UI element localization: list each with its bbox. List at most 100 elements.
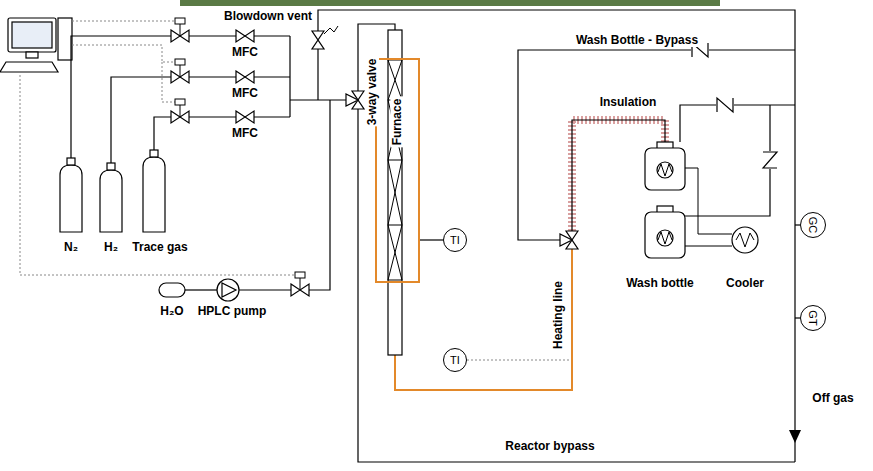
gas-pipe — [154, 117, 290, 150]
gas-cylinder — [67, 158, 75, 165]
valve-symbol — [236, 71, 254, 83]
wash-bottle — [658, 164, 672, 176]
gas-pipe — [71, 10, 800, 462]
off-gas-arrow — [789, 430, 801, 443]
valve-symbol — [171, 59, 189, 83]
node-text: GT — [806, 310, 820, 325]
vent-label: Blowdown vent — [223, 9, 313, 23]
temperature-indicator: TI — [443, 348, 467, 372]
pump-label: HPLC pump — [197, 304, 268, 318]
reactor-tube — [388, 30, 402, 355]
reactor-tube — [388, 160, 402, 225]
gas-label: N₂ — [63, 240, 79, 254]
node-text: Furnace — [391, 97, 405, 148]
insulation-label: Insulation — [599, 95, 658, 109]
heating-line — [395, 249, 572, 390]
off-gas-label: Off gas — [811, 391, 854, 405]
cooler-symbol — [732, 227, 758, 253]
gas-cylinder — [100, 170, 122, 232]
water-label: H₂O — [159, 304, 184, 318]
wash-bottle — [645, 212, 685, 258]
valve-symbol — [291, 272, 309, 296]
gas-pipe — [317, 49, 318, 100]
temperature-indicator: TI — [443, 228, 467, 252]
computer-icon — [8, 18, 56, 52]
gas-label: Trace gas — [131, 240, 188, 254]
bypass-label: Wash Bottle - Bypass — [575, 33, 699, 47]
valve-symbol — [716, 98, 734, 112]
water-pump — [159, 283, 185, 297]
valve-symbol — [236, 111, 254, 123]
gas-cylinder — [60, 165, 82, 232]
gas-pipe — [358, 109, 795, 462]
valve-symbol — [763, 151, 777, 169]
gas-pipe — [239, 289, 291, 290]
control-signal — [20, 75, 295, 275]
mfc-label: MFC — [231, 45, 259, 59]
valve-symbol — [236, 30, 254, 42]
photo-strip — [180, 0, 720, 6]
furnace-box: Furnace — [375, 58, 420, 283]
valve-symbol — [171, 99, 189, 123]
cooler-symbol — [736, 233, 754, 247]
gas-pipe — [289, 36, 290, 117]
control-signal — [20, 21, 572, 360]
photo-strip — [180, 0, 720, 6]
wash-bottle — [645, 142, 685, 258]
gas-pipe — [318, 10, 795, 462]
gas-meter: GT — [800, 305, 826, 331]
gas-cylinder — [150, 150, 158, 157]
gas-chromatograph: GC — [800, 212, 826, 238]
mfc-label: MFC — [231, 86, 259, 100]
control-signal — [72, 45, 175, 62]
cooler-label: Cooler — [725, 276, 765, 290]
gas-cylinder — [143, 157, 165, 232]
node-text: GC — [806, 217, 820, 234]
wash-bottle — [657, 162, 673, 178]
control-signal — [72, 21, 175, 22]
reactor-tube — [388, 60, 402, 100]
gas-cylinder — [60, 150, 165, 232]
gas-pipe — [680, 105, 795, 142]
gas-pipe — [185, 289, 217, 290]
water-pump — [159, 279, 239, 301]
computer-icon — [0, 62, 58, 72]
gas-pipe — [71, 36, 290, 158]
heating-line-label: Heating line — [551, 280, 565, 350]
bypass-label: Reactor bypass — [504, 439, 595, 453]
valve-label: 3-way valve — [365, 58, 379, 127]
reactor-tube — [388, 225, 402, 280]
wash-bottle — [658, 232, 672, 244]
wash-bottle — [657, 230, 673, 246]
computer-icon — [26, 52, 38, 58]
off-gas-arrow — [789, 430, 801, 443]
valve-symbol — [171, 18, 189, 42]
pipe-connector — [420, 239, 443, 240]
computer-icon — [58, 18, 72, 60]
node-text: TI — [450, 233, 460, 247]
gas-label: H₂ — [103, 240, 119, 254]
valve-symbol — [324, 26, 338, 34]
gas-cylinder — [107, 163, 115, 170]
gas-pipe — [309, 100, 330, 290]
control-signal — [467, 360, 572, 361]
node-text: TI — [450, 353, 460, 367]
reactor-tube — [388, 60, 402, 280]
computer-icon — [12, 22, 52, 48]
cooler-symbol — [732, 227, 758, 253]
valve-symbol — [560, 234, 572, 246]
mfc-label: MFC — [231, 126, 259, 140]
water-pump — [217, 279, 239, 301]
wash-bottle — [645, 148, 685, 190]
wash-bottle-label: Wash bottle — [625, 276, 695, 290]
gas-pipe — [111, 77, 290, 163]
valve-symbol — [312, 31, 324, 49]
heating-line — [395, 249, 572, 390]
water-pump — [222, 283, 236, 297]
valve-symbol — [171, 18, 777, 296]
computer-icon — [0, 18, 72, 72]
